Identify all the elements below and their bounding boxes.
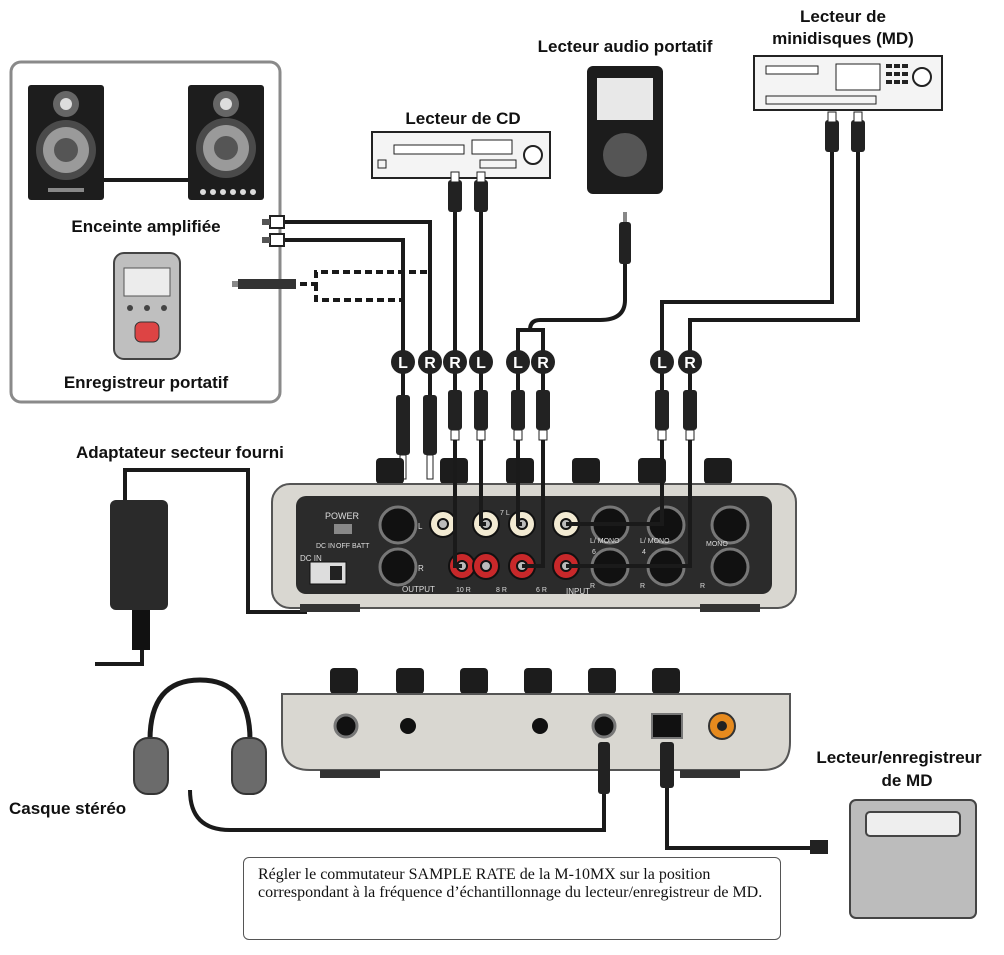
md-recorder-label: Lecteur/enregistreur <box>816 748 982 767</box>
headphones <box>133 677 267 795</box>
source-group-box <box>9 60 282 404</box>
headphones-label: Casque stéréo <box>9 799 126 818</box>
dcin-jack-label: DC IN <box>300 554 322 563</box>
md-recorder-label: de MD <box>882 771 933 790</box>
channel-badge: R <box>424 355 436 372</box>
sample-rate-note: Régler le commutateur SAMPLE RATE de la … <box>243 857 781 940</box>
rca-plugs <box>232 111 865 480</box>
off-switch-label: OFF <box>336 543 350 550</box>
batt-switch-label: BATT <box>352 543 370 550</box>
ch-10r-label: 10 R <box>456 587 471 594</box>
mono-label: MONO <box>706 541 728 548</box>
mixer-front-panel <box>281 668 791 778</box>
dcin-switch-label: DC IN <box>316 543 335 550</box>
channel-badge: R <box>684 355 696 372</box>
powered-speaker-label: Enceinte amplifiée <box>71 217 220 236</box>
front-plugs <box>598 742 828 854</box>
portable-recorder-label: Enregistreur portatif <box>64 373 229 392</box>
channel-badge: L <box>657 355 667 372</box>
portable-audio-label: Lecteur audio portatif <box>538 37 713 56</box>
channel-badge: L <box>513 355 523 372</box>
ch-8r-label: 8 R <box>496 587 507 594</box>
input-r2-label: R <box>640 583 645 590</box>
mixer-rear-panel: POWER DC IN OFF BATT DC IN L R OUTPUT 7 … <box>271 458 797 612</box>
md-player-label: minidisques (MD) <box>772 29 914 48</box>
output-label: OUTPUT <box>402 585 435 594</box>
power-label: POWER <box>325 511 360 521</box>
portable-audio-player <box>587 66 663 194</box>
powered-speaker-left <box>28 85 104 200</box>
cd-player-label: Lecteur de CD <box>405 109 520 128</box>
input-r1-label: R <box>590 583 595 590</box>
output-r-label: R <box>418 564 424 573</box>
md-player-label: Lecteur de <box>800 7 886 26</box>
cd-player <box>371 131 551 179</box>
panel-cables <box>453 440 692 568</box>
md-recorder <box>849 799 977 919</box>
ac-adapter <box>110 500 168 650</box>
ch-3-label: L/ MONO <box>640 538 670 545</box>
channel-badge: R <box>537 355 549 372</box>
channel-badge: L <box>476 355 486 372</box>
md-player <box>753 55 943 111</box>
input-label: INPUT <box>566 587 590 596</box>
channel-badges: L R R L L R L R <box>391 350 702 374</box>
ch-5-label: L/ MONO <box>590 538 620 545</box>
portable-recorder <box>113 252 181 360</box>
ch-6r-label: 6 R <box>536 587 547 594</box>
channel-badge: R <box>449 355 461 372</box>
ch-6-label: 6 <box>592 549 596 556</box>
output-l-label: L <box>418 522 423 531</box>
channel-badge: L <box>398 355 408 372</box>
input-r3-label: R <box>700 583 705 590</box>
powered-speaker-right <box>188 85 264 200</box>
ch-7l-label: 7 L <box>500 510 510 517</box>
ac-adapter-label: Adaptateur secteur fourni <box>76 443 284 462</box>
ch-4-label: 4 <box>642 549 646 556</box>
